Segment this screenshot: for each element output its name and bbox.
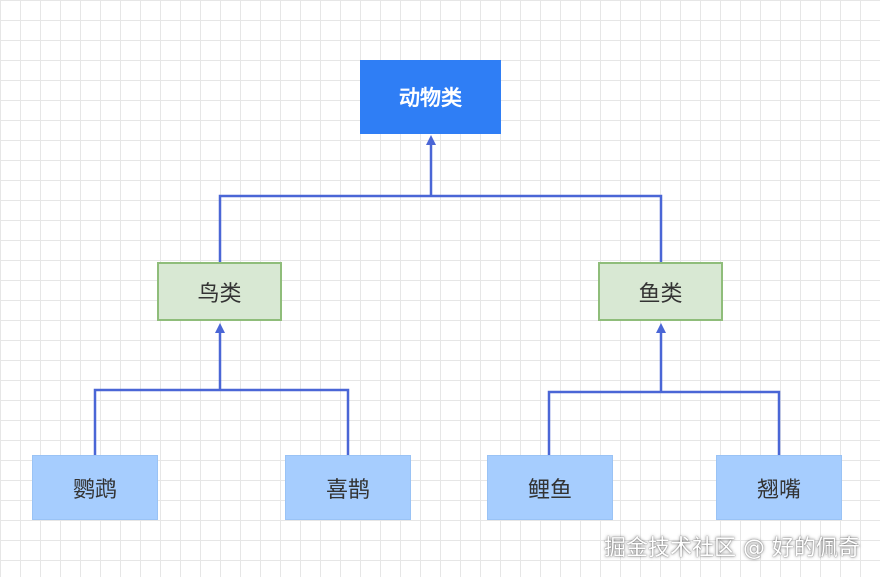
node-leaf-topmouth-label: 翘嘴 <box>756 477 801 503</box>
node-root-animals[interactable]: 动物类 <box>360 60 501 134</box>
node-group-birds[interactable]: 鸟类 <box>157 262 282 321</box>
watermark-text: 掘金技术社区 @ 好的佩奇 <box>604 536 860 561</box>
node-root-label: 动物类 <box>399 86 462 110</box>
node-leaf-carp[interactable]: 鲤鱼 <box>487 455 613 520</box>
connector-birds-to-root <box>218 194 431 262</box>
node-group-fish-label: 鱼类 <box>638 281 683 307</box>
connector-carp-to-fish <box>547 390 661 455</box>
connector-magpie-to-birds <box>220 388 350 455</box>
connector-parrot-to-birds <box>93 388 220 455</box>
node-leaf-carp-label: 鲤鱼 <box>527 477 572 503</box>
node-group-birds-label: 鸟类 <box>197 281 242 307</box>
node-leaf-parrot-label: 鹦鹉 <box>72 477 117 503</box>
node-group-fish[interactable]: 鱼类 <box>598 262 723 321</box>
node-leaf-parrot[interactable]: 鹦鹉 <box>32 455 158 520</box>
node-leaf-magpie[interactable]: 喜鹊 <box>285 455 411 520</box>
connector-topmouth-to-fish <box>661 390 781 455</box>
connector-fish-to-root <box>431 194 663 262</box>
node-leaf-magpie-label: 喜鹊 <box>325 477 370 503</box>
node-leaf-topmouth[interactable]: 翘嘴 <box>716 455 842 520</box>
